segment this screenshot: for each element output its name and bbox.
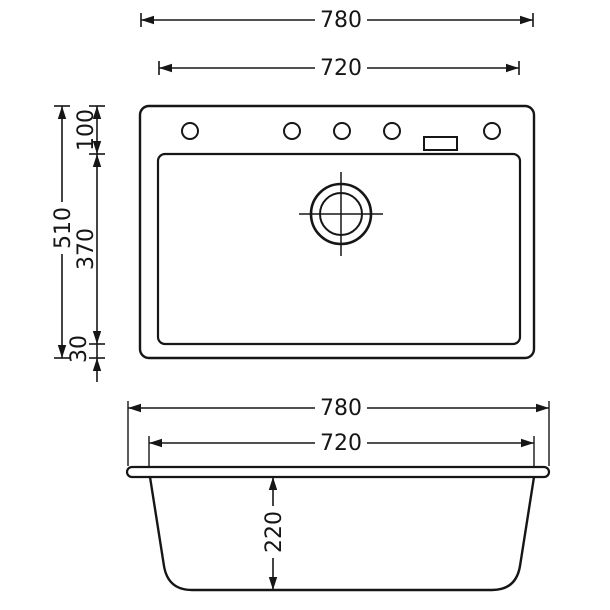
dim-label-front-inner-width: 720 [320,431,362,456]
dim-front-inner-width: 720 [148,431,535,466]
dim-total-depth: 510 [51,105,76,359]
arrowhead-icon [128,403,141,413]
drain [299,172,383,256]
arrowhead-icon [268,577,278,590]
dim-label-total-depth: 510 [51,207,76,249]
sink-outer-rim [138,104,536,360]
dim-basin-depth: 370 [74,154,105,345]
dim-label-deck-depth: 100 [74,109,99,151]
arrowhead-icon [521,438,534,448]
faucet-hole [333,122,351,140]
arrowhead-icon [159,63,172,73]
dim-label-top-outer-width: 780 [320,8,362,33]
dim-bottom-margin: 30 [67,335,105,382]
arrowhead-icon [57,106,67,119]
dim-bowl-height: 220 [262,477,287,590]
arrowhead-icon [141,15,154,25]
arrowhead-icon [92,331,102,344]
dim-front-outer-width: 780 [127,396,550,466]
front-view: 780 720 220 [125,396,551,592]
faucet-hole [283,122,301,140]
arrowhead-icon [149,438,162,448]
arrowhead-icon [506,63,519,73]
dim-top-outer-width: 780 [140,8,534,33]
arrowhead-icon [268,477,278,490]
dim-top-inner-width: 720 [158,56,520,81]
dim-label-bowl-height: 220 [262,511,287,553]
accessory-slot [423,136,458,151]
arrowhead-icon [92,141,102,154]
arrowhead-icon [92,154,102,167]
arrowhead-icon [92,106,102,119]
arrowhead-icon [57,345,67,358]
bowl-profile [148,476,536,592]
faucet-hole [181,122,199,140]
faucet-holes [181,122,501,151]
faucet-hole [383,122,401,140]
arrowhead-icon [520,15,533,25]
sink-rim-profile [125,465,551,479]
dim-deck-depth: 100 [74,105,105,155]
arrowhead-icon [92,358,102,371]
arrowhead-icon [536,403,549,413]
dim-label-bottom-margin: 30 [67,335,92,363]
top-view: 780 720 [51,8,536,382]
dim-label-front-outer-width: 780 [320,396,362,421]
sink-basin-edge [156,152,522,346]
dim-label-top-inner-width: 720 [320,56,362,81]
faucet-hole [483,122,501,140]
dim-label-basin-depth: 370 [74,228,99,270]
